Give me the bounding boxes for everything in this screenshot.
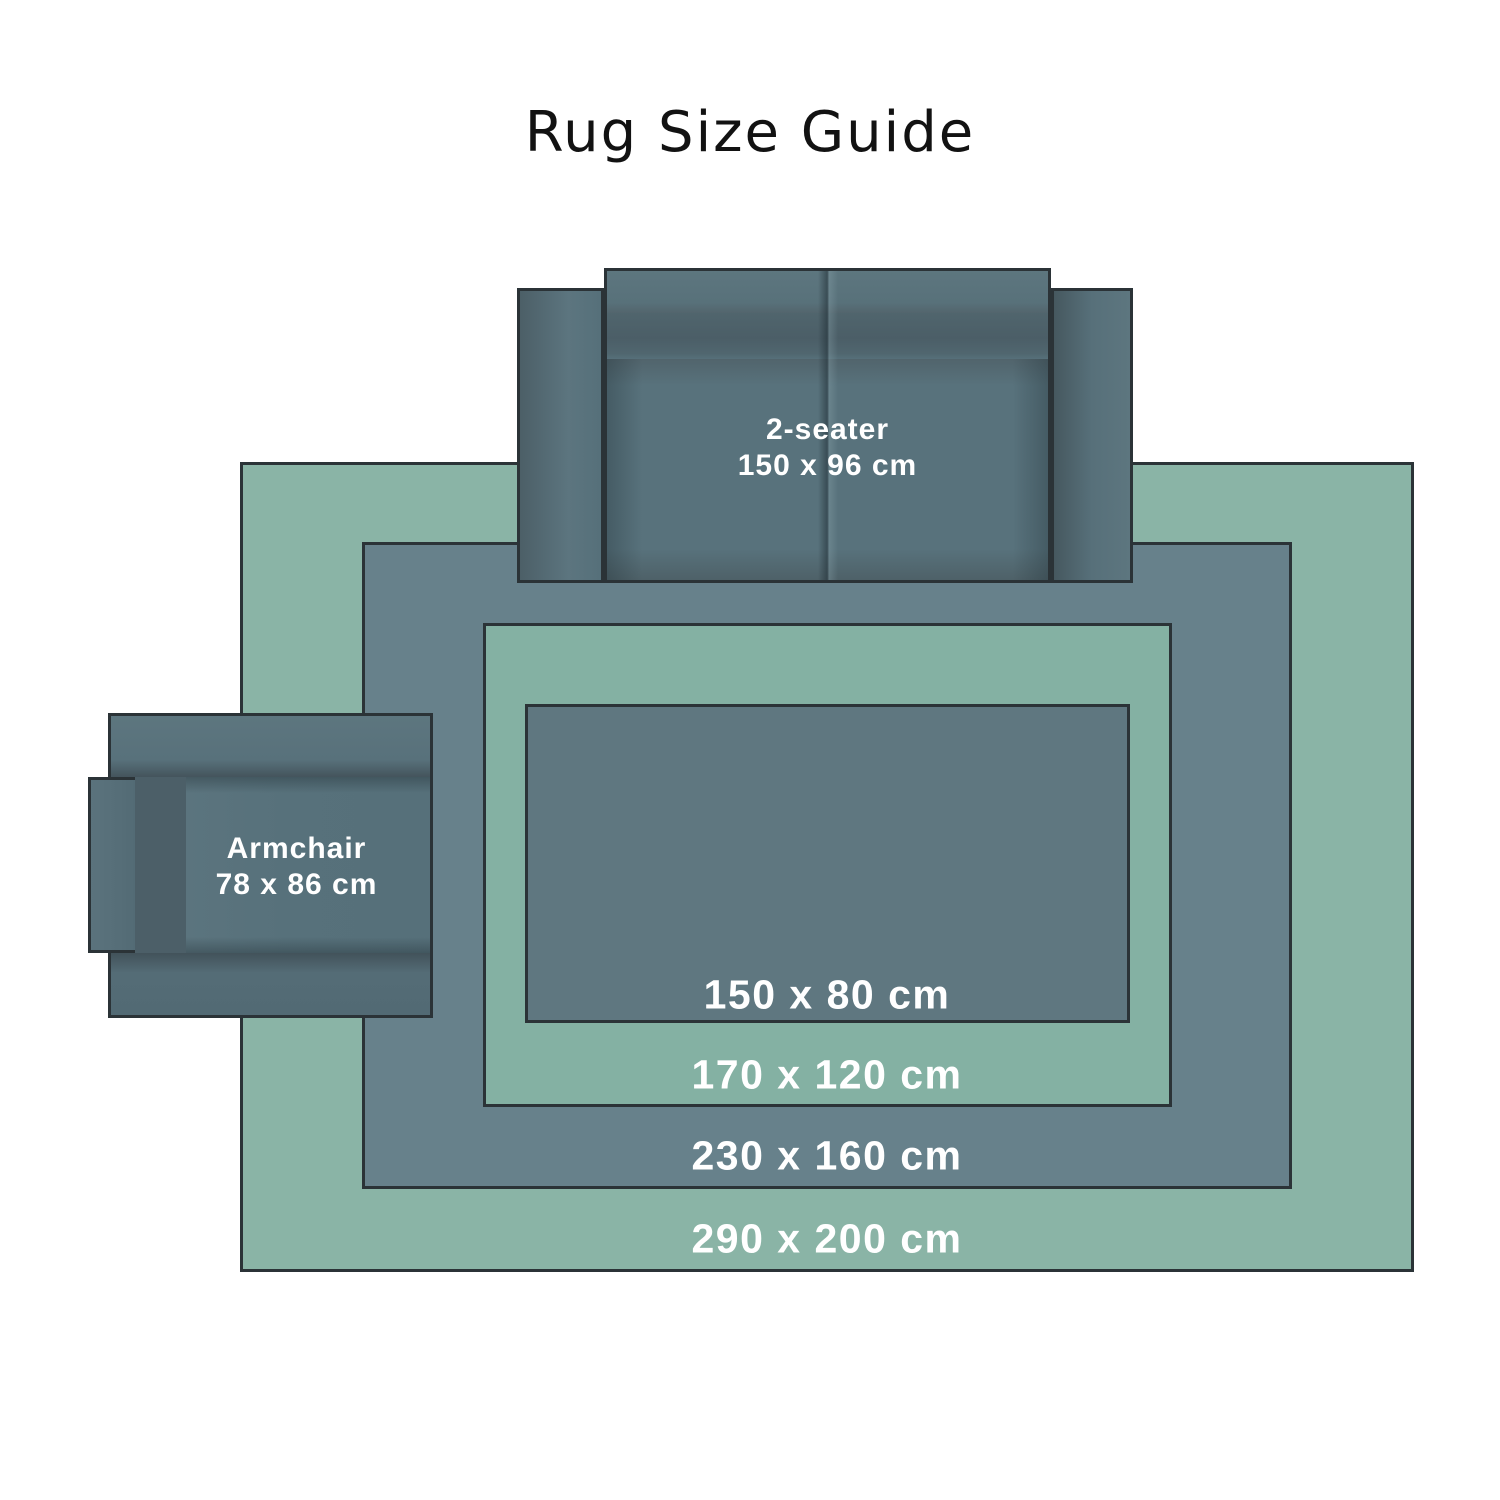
rug-label-150x80: 150 x 80 cm (703, 971, 951, 1018)
sofa-cushion-seam (817, 271, 838, 580)
armchair-size: 78 x 86 cm (215, 868, 378, 901)
sofa-armrest-left (517, 288, 604, 583)
armchair-armrest-top (111, 716, 430, 777)
sofa-armrest-right (1051, 288, 1133, 583)
armchair-name: Armchair (226, 832, 367, 865)
armchair-seat (186, 777, 430, 953)
page-title: Rug Size Guide (524, 100, 976, 165)
rug-150x80 (525, 704, 1130, 1023)
rug-label-170x120: 170 x 120 cm (691, 1051, 963, 1098)
armchair-backrest (88, 777, 135, 953)
rug-label-230x160: 230 x 160 cm (691, 1132, 963, 1179)
sofa-backrest (604, 268, 1051, 583)
armchair-armrest-bottom (111, 953, 430, 1015)
sofa-size: 150 x 96 cm (737, 449, 918, 482)
armchair-body (108, 713, 433, 1018)
sofa-name: 2-seater (765, 413, 890, 446)
sofa-label: 2-seater 150 x 96 cm (604, 412, 1051, 484)
armchair-label: Armchair 78 x 86 cm (133, 831, 460, 903)
rug-label-290x200: 290 x 200 cm (691, 1215, 963, 1262)
armchair-back-shadow-band (130, 777, 186, 953)
